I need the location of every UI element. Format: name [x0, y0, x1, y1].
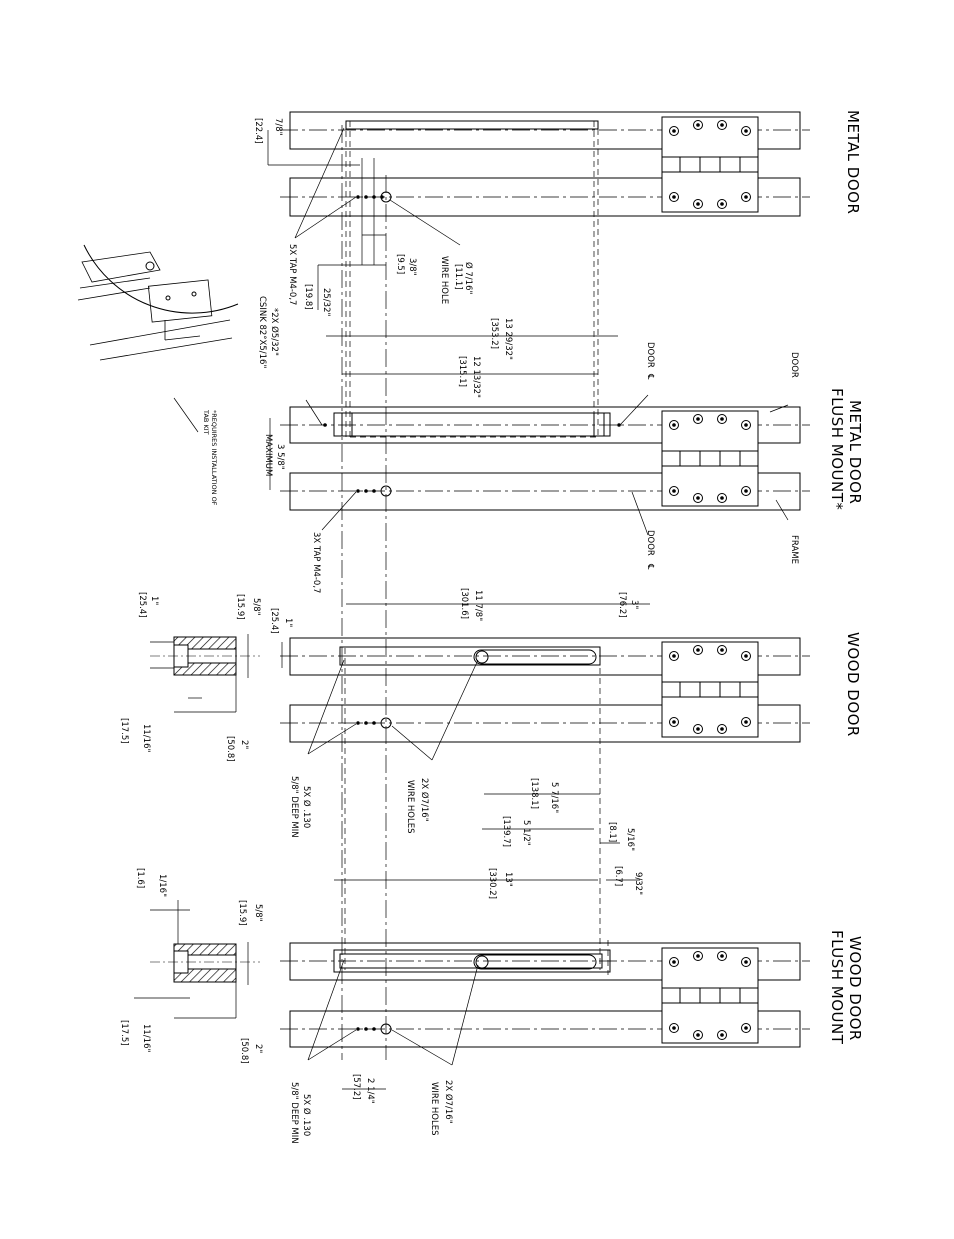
callouts: 5X TAP M4-0,7 Ø 7/16" [11.1] WIRE HOLE *… [257, 244, 474, 1144]
callout-wood-drill-1: 5X Ø .130 [301, 786, 312, 828]
dim-d20-in: 5/8" [253, 904, 263, 922]
dim-d7-in: 11 7/8" [473, 590, 483, 621]
dim-d6-max: MAXIMUM [263, 434, 273, 476]
dim-d13-in: 2" [239, 740, 249, 749]
tab-note-2: TAB KIT [202, 409, 210, 435]
dim-d22-mm: [50.8] [239, 1038, 249, 1064]
title-metal-flush-2: FLUSH MOUNT* [828, 388, 846, 510]
callout-tap5x: 5X TAP M4-0,7 [287, 244, 297, 305]
dim-d12-in: 11/16" [141, 724, 151, 752]
title-wood-flush-1: WOOD DOOR [846, 936, 864, 1041]
dim-d22-in: 2" [253, 1044, 263, 1053]
dimension-values: 7/8" [22.4] 3/8" [9.5] 25/32" [19.8] 13 … [119, 118, 643, 1104]
title-wood-door: WOOD DOOR [844, 632, 862, 737]
callout-tap3x: 3X TAP M4-0,7 [311, 532, 321, 593]
callout-wood-drill-2: 5/8" DEEP MIN [289, 776, 299, 838]
label-cl-2: ℄ [645, 563, 655, 570]
tab-kit-detail [77, 244, 239, 361]
dim-d1-mm: [22.4] [253, 118, 263, 144]
callout-wood-wire-2: WIRE HOLES [405, 780, 415, 833]
callout-wood-wire-b-1: 2X Ø7/16" [443, 1080, 454, 1124]
dim-d23-in: 2 1/4" [365, 1078, 375, 1104]
hinge-icon [661, 116, 759, 1044]
callout-wood-wire-1: 2X Ø7/16" [419, 778, 430, 822]
dim-d8-mm: [76.2] [617, 592, 627, 618]
label-frame: FRAME [789, 535, 799, 564]
callout-wood-drill-b-2: 5/8" DEEP MIN [289, 1082, 299, 1144]
dim-d15-mm: [139.7] [501, 816, 511, 847]
title-metal-door: METAL DOOR [844, 110, 862, 214]
dim-d18-in: 13" [503, 872, 513, 887]
dim-d4-mm: [353.2] [489, 318, 499, 349]
title-wood-flush-2: FLUSH MOUNT [828, 930, 846, 1045]
dim-d13-mm: [50.8] [225, 736, 235, 762]
section-detail-b [134, 900, 260, 1019]
dim-d11-in: 1" [149, 596, 159, 605]
label-door: DOOR [789, 352, 799, 378]
dim-d10-mm: [15.9] [235, 594, 245, 620]
callout-wire-hole-3: WIRE HOLE [439, 256, 449, 304]
dim-d6-in: 3 5/8" [275, 444, 285, 470]
dim-d21-in: 11/16" [141, 1024, 151, 1052]
dim-d2-in: 3/8" [407, 258, 417, 276]
callout-csink-1: *2X Ø5/32" [269, 308, 280, 356]
callout-wire-hole-1: Ø 7/16" [463, 262, 474, 294]
callout-wood-drill-b-1: 5X Ø .130 [301, 1094, 312, 1136]
part-labels: DOOR FRAME DOOR ℄ DOOR ℄ *REQUIRES INSTA… [202, 342, 799, 570]
tap-holes [323, 195, 621, 1031]
hidden-lines [344, 120, 609, 975]
dim-d12-mm: [17.5] [119, 718, 129, 744]
label-door-cl-1: DOOR [645, 342, 655, 368]
dim-d5-in: 12 13/32" [471, 356, 481, 398]
leader-lines [173, 127, 789, 1066]
dim-d16-in: 5/16" [625, 828, 635, 851]
dim-d1-in: 7/8" [273, 118, 283, 136]
title-metal-flush-1: METAL DOOR [846, 400, 864, 504]
dim-d11-mm: [25.4] [137, 592, 147, 618]
section-detail-a [150, 634, 260, 713]
label-door-cl-2: DOOR [645, 530, 655, 556]
dim-d23-mm: [57.2] [351, 1074, 361, 1100]
dim-d14-mm: [138.1] [529, 778, 539, 809]
dimension-lines [267, 130, 650, 1090]
dim-d3-mm: [19.8] [303, 284, 313, 310]
dim-d21-mm: [17.5] [119, 1020, 129, 1046]
callout-wire-hole-2: [11.1] [453, 264, 463, 290]
label-cl-1: ℄ [645, 373, 655, 380]
door-frame-bars [289, 111, 801, 1048]
dim-d15-in: 5 1/2" [521, 820, 531, 846]
dim-d2-mm: [9.5] [395, 254, 405, 274]
wire-hole-circles [380, 191, 392, 1035]
view-titles: METAL DOOR METAL DOOR FLUSH MOUNT* WOOD … [828, 110, 864, 1045]
dim-d10-in: 5/8" [251, 598, 261, 616]
dim-d9-mm: [25.4] [269, 608, 279, 634]
tab-note-1: *REQUIRES INSTALLATION OF [210, 410, 218, 506]
dim-d4-in: 13 29/32" [503, 318, 513, 360]
dim-d9-in: 1" [283, 618, 293, 627]
dim-d16-mm: [8.1] [607, 822, 617, 842]
dim-d17-mm: [6.7] [613, 866, 623, 886]
callout-wood-wire-b-2: WIRE HOLES [429, 1082, 439, 1135]
dim-d14-in: 5 7/16" [549, 782, 559, 813]
dim-d19-mm: [1.6] [135, 868, 145, 888]
dim-d18-mm: [330.2] [487, 868, 497, 899]
dim-d17-in: 9/32" [633, 872, 643, 895]
dim-d7-mm: [301.6] [459, 588, 469, 619]
dim-d3-in: 25/32" [321, 288, 331, 316]
dim-d19-in: 1/16" [157, 874, 167, 897]
dim-d20-mm: [15.9] [237, 900, 247, 926]
dim-d5-mm: [315.1] [457, 356, 467, 387]
callout-csink-2: CSINK 82°X5/16" [257, 296, 267, 368]
mounting-plates [333, 120, 611, 973]
dim-d8-in: 3" [629, 600, 639, 609]
